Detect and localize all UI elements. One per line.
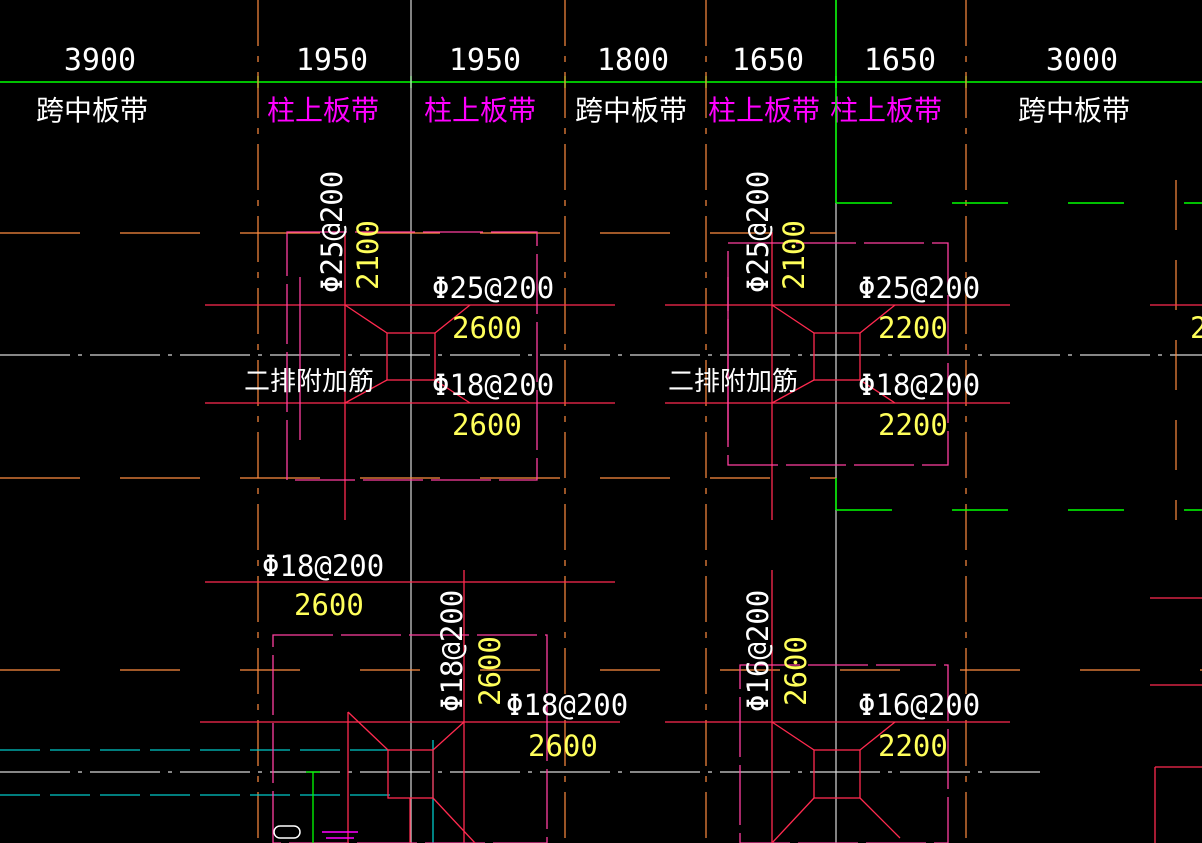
rebar-spec: Φ16@200	[741, 590, 775, 712]
rebar-spec: Φ25@200	[858, 271, 980, 305]
middle-strip-label: 跨中板带	[575, 94, 687, 127]
dimension-value: 1650	[732, 43, 804, 78]
dimension-value: 1650	[864, 43, 936, 78]
column-strip-label: 柱上板带	[424, 94, 536, 127]
rebar-length: 2100	[777, 220, 811, 290]
rebar-length: 2600	[452, 311, 522, 345]
rebar-spec: Φ25@200	[315, 171, 349, 293]
rebar-spec: Φ25@200	[741, 171, 775, 293]
middle-strip-label: 跨中板带	[36, 94, 148, 127]
rebar-spec: Φ25@200	[432, 271, 554, 305]
column-strip-label: 柱上板带	[267, 94, 379, 127]
rebar-length: 2600	[528, 729, 598, 763]
rebar-spec: Φ18@200	[262, 549, 384, 583]
cyan-lines	[0, 740, 434, 843]
rebar-length: 2600	[452, 408, 522, 442]
rebar-length: 2600	[473, 636, 507, 706]
edge-fragment: 2	[1190, 311, 1202, 345]
dimension-value: 1950	[296, 43, 368, 78]
rebar-spec: Φ18@200	[435, 590, 469, 712]
middle-strip-label: 跨中板带	[1018, 94, 1130, 127]
rebar-length: 2200	[878, 311, 948, 345]
dimension-value: 1950	[449, 43, 521, 78]
rebar-length: 2200	[878, 408, 948, 442]
cutoff-glyphs	[273, 825, 358, 839]
rebar-spec: Φ18@200	[432, 368, 554, 402]
dimension-value: 3900	[64, 43, 136, 78]
rebar-spec: Φ18@200	[506, 688, 628, 722]
rebar-length: 2100	[351, 220, 385, 290]
rebar-length: 2200	[878, 729, 948, 763]
rebar-length: 2600	[294, 588, 364, 622]
dimension-value: 3000	[1046, 43, 1118, 78]
second-row-note-left: 二排附加筋	[244, 367, 374, 397]
column-strip-label: 柱上板带	[830, 94, 942, 127]
dimension-value: 1800	[597, 43, 669, 78]
wall-edge-lines	[835, 0, 1202, 511]
green-stub	[306, 771, 320, 843]
second-row-note-right: 二排附加筋	[668, 367, 798, 397]
rebar-spec: Φ16@200	[858, 688, 980, 722]
rebar-spec: Φ18@200	[858, 368, 980, 402]
rebar-length: 2600	[779, 636, 813, 706]
dimension-values: 3900 1950 1950 1800 1650 1650 3000	[64, 43, 1118, 78]
strip-labels: 跨中板带 柱上板带 柱上板带 跨中板带 柱上板带 柱上板带 跨中板带	[36, 94, 1130, 127]
column-strip-label: 柱上板带	[708, 94, 820, 127]
rebar-lines	[200, 231, 1202, 843]
